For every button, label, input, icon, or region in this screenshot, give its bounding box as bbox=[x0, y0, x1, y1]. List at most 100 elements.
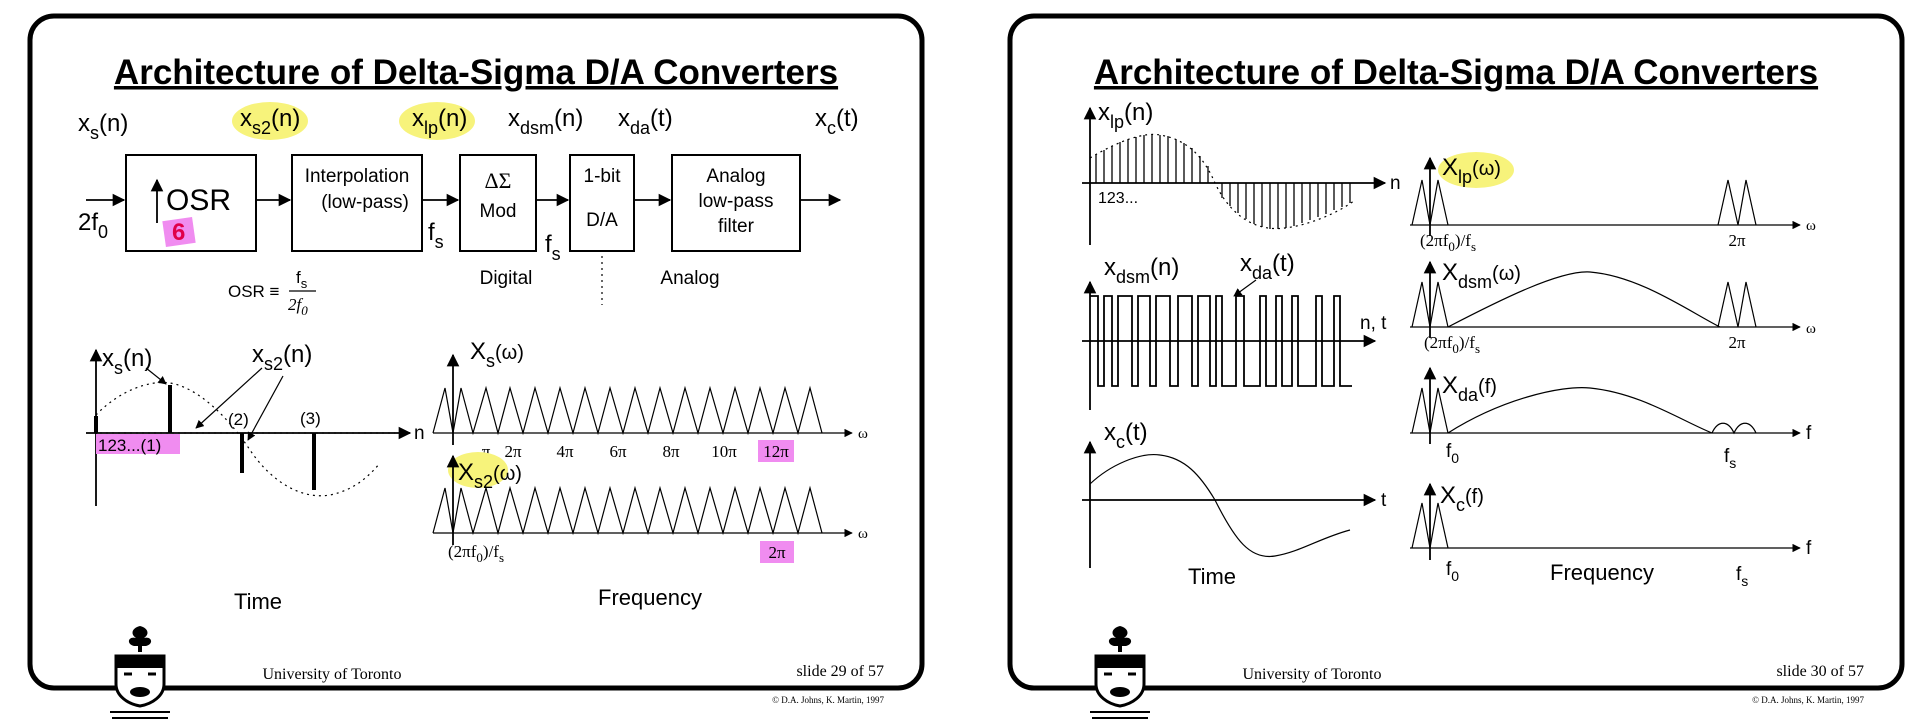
Xc-freq-plot: Xc(f) f0 fs f Frequency bbox=[1410, 482, 1812, 589]
svg-text:xc(t): xc(t) bbox=[815, 105, 859, 138]
svg-text:(2πf0)/fs: (2πf0)/fs bbox=[448, 542, 504, 565]
svg-text:OSR: OSR bbox=[166, 184, 231, 217]
svg-text:2π: 2π bbox=[768, 543, 786, 562]
svg-text:xs(n): xs(n) bbox=[78, 110, 128, 143]
svg-text:6: 6 bbox=[172, 219, 185, 246]
svg-text:fs: fs bbox=[1724, 446, 1736, 471]
svg-text:Xdsm(ω): Xdsm(ω) bbox=[1442, 259, 1521, 292]
svg-text:(2): (2) bbox=[228, 410, 249, 429]
svg-text:fs: fs bbox=[1736, 564, 1748, 589]
Xlp-freq-plot: Xlp(ω) (2πf0)/fs 2π ω bbox=[1410, 152, 1816, 254]
svg-text:10π: 10π bbox=[711, 442, 737, 461]
svg-text:(2πf0)/fs: (2πf0)/fs bbox=[1420, 231, 1476, 254]
interpolation-block bbox=[291, 154, 423, 252]
svg-text:Frequency: Frequency bbox=[598, 585, 702, 610]
svg-text:xdsm(n): xdsm(n) bbox=[1104, 254, 1179, 287]
block-diagram: 2f0 OSR 6 Interpolation (low-pass) fs ΔΣ… bbox=[78, 154, 842, 318]
svg-text:xdsm(n): xdsm(n) bbox=[508, 105, 583, 138]
svg-text:Interpolation: Interpolation bbox=[305, 166, 410, 187]
svg-text:2π: 2π bbox=[1728, 333, 1746, 352]
svg-text:xc(t): xc(t) bbox=[1104, 419, 1148, 452]
svg-text:slide 29 of 57: slide 29 of 57 bbox=[796, 663, 884, 680]
svg-text:filter: filter bbox=[718, 216, 755, 237]
svg-text:(low-pass): (low-pass) bbox=[321, 192, 409, 213]
slide-title: Architecture of Delta-Sigma D/A Converte… bbox=[114, 53, 838, 92]
highlight-ticks bbox=[96, 434, 180, 454]
svg-text:xs2(n): xs2(n) bbox=[240, 105, 300, 138]
svg-text:2f0: 2f0 bbox=[288, 295, 308, 318]
svg-text:8π: 8π bbox=[662, 442, 680, 461]
footer-29: University of Toronto slide 29 of 57 © D… bbox=[110, 626, 884, 719]
svg-text:12π: 12π bbox=[763, 442, 789, 461]
svg-text:1-bit: 1-bit bbox=[584, 166, 622, 187]
xlp-time-plot: 123... n xlp(n) bbox=[1082, 99, 1401, 245]
slide-29: Architecture of Delta-Sigma D/A Converte… bbox=[27, 13, 925, 719]
svg-text:123...: 123... bbox=[1098, 190, 1138, 207]
svg-text:fs: fs bbox=[296, 268, 308, 291]
dac-block bbox=[569, 154, 635, 252]
highlight-xs2 bbox=[232, 102, 308, 140]
svg-text:fs: fs bbox=[545, 231, 561, 264]
footer-30: University of Toronto slide 30 of 57 © D… bbox=[1090, 626, 1864, 719]
svg-text:fs: fs bbox=[428, 219, 444, 252]
xdsm-time-plot: xdsm(n) xda(t) n, t bbox=[1082, 250, 1387, 410]
frequency-plot-29: Xs(ω) π 2π 4π 6π 8π 10π 12π ω Xs2(ω) (2π… bbox=[432, 338, 868, 610]
svg-text:t: t bbox=[1381, 490, 1387, 511]
svg-text:© D.A. Johns, K. Martin, 1997: © D.A. Johns, K. Martin, 1997 bbox=[1752, 695, 1864, 705]
svg-text:xs(n): xs(n) bbox=[102, 345, 152, 378]
highlight-Xlp bbox=[1438, 152, 1514, 188]
svg-text:ω: ω bbox=[1806, 321, 1816, 337]
svg-text:f: f bbox=[1806, 423, 1812, 444]
university-crest-logo bbox=[1090, 626, 1150, 719]
Xda-freq-plot: Xda(f) f0 fs f bbox=[1410, 366, 1812, 471]
xlp-samples bbox=[1095, 134, 1351, 229]
svg-text:2π: 2π bbox=[1728, 231, 1746, 250]
svg-text:ω: ω bbox=[1806, 218, 1816, 234]
highlight-osr6 bbox=[162, 217, 196, 247]
svg-text:123...(1): 123...(1) bbox=[98, 436, 161, 455]
svg-text:n: n bbox=[414, 423, 425, 444]
svg-text:π: π bbox=[482, 442, 491, 461]
svg-text:Digital: Digital bbox=[480, 268, 533, 289]
svg-text:n: n bbox=[1390, 173, 1401, 194]
Xdsm-freq-plot: Xdsm(ω) (2πf0)/fs 2π ω bbox=[1410, 259, 1816, 356]
svg-text:(2πf0)/fs: (2πf0)/fs bbox=[1424, 333, 1480, 356]
svg-text:Xda(f): Xda(f) bbox=[1442, 372, 1497, 405]
svg-text:Time: Time bbox=[1188, 564, 1236, 589]
svg-text:Xs(ω): Xs(ω) bbox=[470, 338, 524, 371]
svg-text:2f0: 2f0 bbox=[78, 209, 108, 242]
svg-text:University of Toronto: University of Toronto bbox=[1242, 666, 1381, 683]
svg-text:f: f bbox=[1806, 538, 1812, 559]
slide-30: Architecture of Delta-Sigma D/A Converte… bbox=[1007, 13, 1905, 719]
freq-tick-labels: π 2π 4π 6π 8π 10π 12π bbox=[482, 440, 794, 462]
svg-text:f0: f0 bbox=[1446, 559, 1459, 584]
svg-text:low-pass: low-pass bbox=[699, 191, 774, 212]
university-crest-logo bbox=[110, 626, 170, 719]
svg-text:f0: f0 bbox=[1446, 441, 1459, 466]
svg-text:xda(t): xda(t) bbox=[1240, 250, 1295, 283]
svg-text:Analog: Analog bbox=[660, 268, 719, 289]
svg-text:OSR ≡: OSR ≡ bbox=[228, 282, 280, 301]
signal-labels: xs(n) xs2(n) xlp(n) xdsm(n) xda(t) xc(t) bbox=[78, 105, 859, 143]
svg-text:xda(t): xda(t) bbox=[618, 105, 673, 138]
svg-text:Frequency: Frequency bbox=[1550, 560, 1654, 585]
svg-text:University of Toronto: University of Toronto bbox=[262, 666, 401, 683]
svg-text:2π: 2π bbox=[504, 442, 522, 461]
svg-text:Analog: Analog bbox=[706, 166, 765, 187]
highlight-12pi bbox=[758, 440, 794, 462]
svg-text:D/A: D/A bbox=[586, 210, 618, 231]
svg-text:6π: 6π bbox=[609, 442, 627, 461]
svg-text:xlp(n): xlp(n) bbox=[412, 105, 467, 138]
svg-text:Mod: Mod bbox=[480, 201, 517, 222]
svg-text:Xc(f): Xc(f) bbox=[1440, 482, 1484, 515]
highlight-xlp bbox=[399, 102, 475, 140]
svg-text:ω: ω bbox=[858, 426, 868, 442]
highlight-Xs2 bbox=[448, 452, 508, 488]
svg-text:xs2(n): xs2(n) bbox=[252, 341, 312, 374]
svg-text:ΔΣ: ΔΣ bbox=[485, 168, 512, 193]
modulator-block bbox=[459, 154, 537, 252]
slide-30-frame bbox=[1007, 13, 1905, 691]
svg-text:Xlp(ω): Xlp(ω) bbox=[1442, 154, 1501, 187]
svg-text:Time: Time bbox=[234, 589, 282, 614]
